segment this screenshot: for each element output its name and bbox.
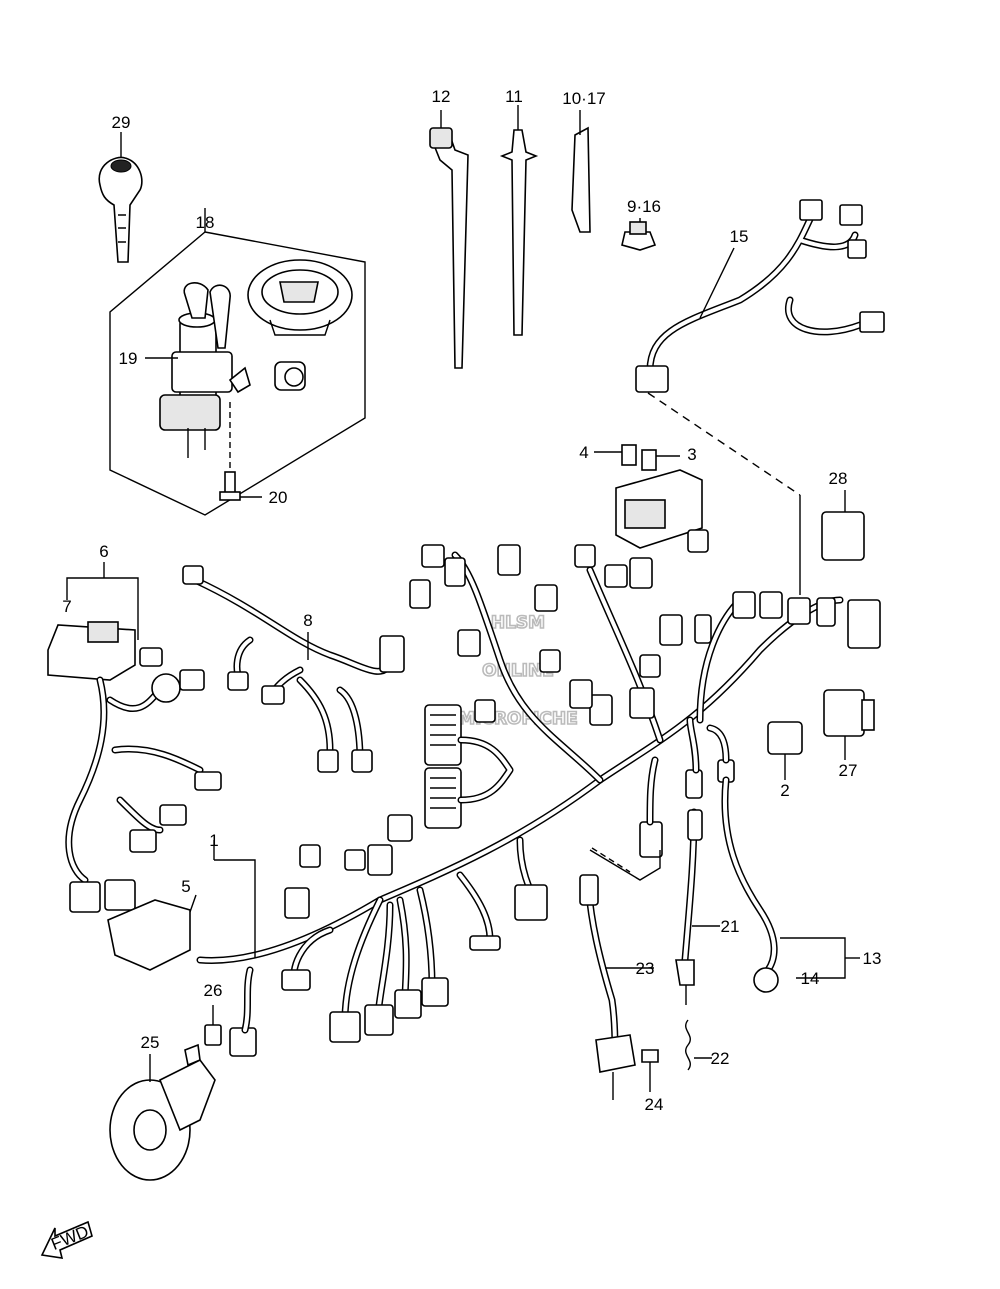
- fwd-label: FWD: [48, 1222, 91, 1254]
- callout-14: 14: [801, 969, 820, 988]
- callout-22: 22: [711, 1049, 730, 1068]
- fwd-arrow: FWD: [40, 1220, 93, 1259]
- callout-1: 1: [209, 831, 218, 850]
- callout-2: 2: [780, 781, 789, 800]
- ignition-key: [98, 132, 143, 263]
- callout-6: 6: [99, 542, 108, 561]
- horn: [109, 1005, 222, 1181]
- callout-3: 3: [687, 445, 696, 464]
- callout-19: 19: [119, 349, 138, 368]
- callout-18: 18: [196, 213, 215, 232]
- callout-labels: 29 18 19 20 12 11 10·17 9·16 15 4 3 28 2…: [62, 87, 881, 1114]
- callout-26: 26: [204, 981, 223, 1000]
- sub-harness: [635, 199, 885, 595]
- callout-9-16: 9·16: [627, 197, 661, 216]
- leader-lines: [149, 247, 735, 1082]
- switches: [579, 808, 703, 1100]
- callout-29: 29: [112, 113, 131, 132]
- callout-25: 25: [141, 1033, 160, 1052]
- callout-7: 7: [62, 597, 71, 616]
- ignition-switch-set: [109, 208, 366, 516]
- callout-8: 8: [303, 611, 312, 630]
- harness-6: [47, 562, 256, 971]
- watermark-line1: HLSM: [491, 613, 545, 633]
- callout-5: 5: [181, 877, 190, 896]
- sensor-lead: [721, 776, 860, 993]
- callout-24: 24: [645, 1095, 664, 1114]
- callout-4: 4: [579, 443, 588, 462]
- fuse-box: [594, 444, 703, 549]
- harness-8: [182, 565, 405, 773]
- callout-27: 27: [839, 761, 858, 780]
- callout-20: 20: [269, 488, 288, 507]
- callout-21: 21: [721, 917, 740, 936]
- callout-11: 11: [505, 87, 523, 106]
- callout-28: 28: [829, 469, 848, 488]
- cable-ties: [429, 105, 657, 369]
- callout-13: 13: [863, 949, 882, 968]
- relays: [767, 490, 875, 780]
- main-wiring-harness: [196, 529, 881, 1057]
- callout-15: 15: [730, 227, 749, 246]
- callout-12: 12: [432, 87, 451, 106]
- callout-10-17: 10·17: [562, 89, 605, 108]
